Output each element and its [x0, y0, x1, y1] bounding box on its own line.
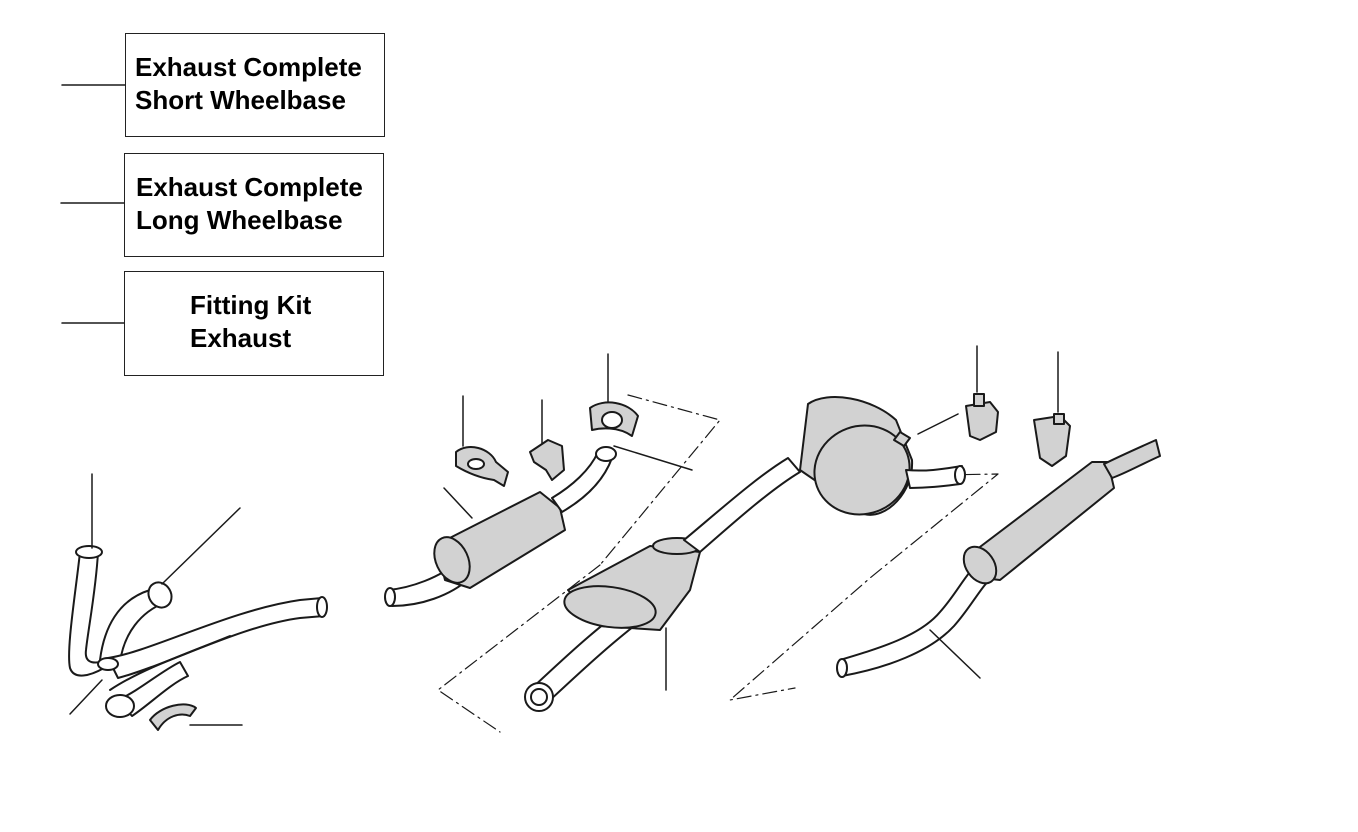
clamp-bracket-small — [149, 703, 243, 731]
label-line: Fitting Kit — [190, 290, 312, 320]
label-line: Exhaust Complete — [136, 172, 363, 202]
label-line: Short Wheelbase — [135, 85, 346, 115]
label-exhaust-complete-long-wheelbase[interactable]: Exhaust Complete Long Wheelbase — [124, 153, 384, 257]
mounting-clamps — [455, 353, 639, 487]
label-leader-lines — [60, 84, 126, 324]
label-fitting-kit-exhaust[interactable]: Fitting Kit Exhaust — [124, 271, 384, 376]
tail-silencer — [836, 439, 1161, 679]
front-silencer — [384, 445, 693, 607]
assembly-guide-lines — [437, 394, 999, 733]
label-line: Exhaust Complete — [135, 52, 362, 82]
intermediate-silencer — [524, 457, 801, 712]
front-downpipe-assembly — [68, 473, 328, 718]
rear-silencer-drum — [799, 396, 966, 516]
label-line: Long Wheelbase — [136, 205, 343, 235]
label-exhaust-complete-short-wheelbase[interactable]: Exhaust Complete Short Wheelbase — [125, 33, 385, 137]
rubber-mounts — [965, 345, 1071, 467]
label-line: Exhaust — [190, 323, 292, 353]
